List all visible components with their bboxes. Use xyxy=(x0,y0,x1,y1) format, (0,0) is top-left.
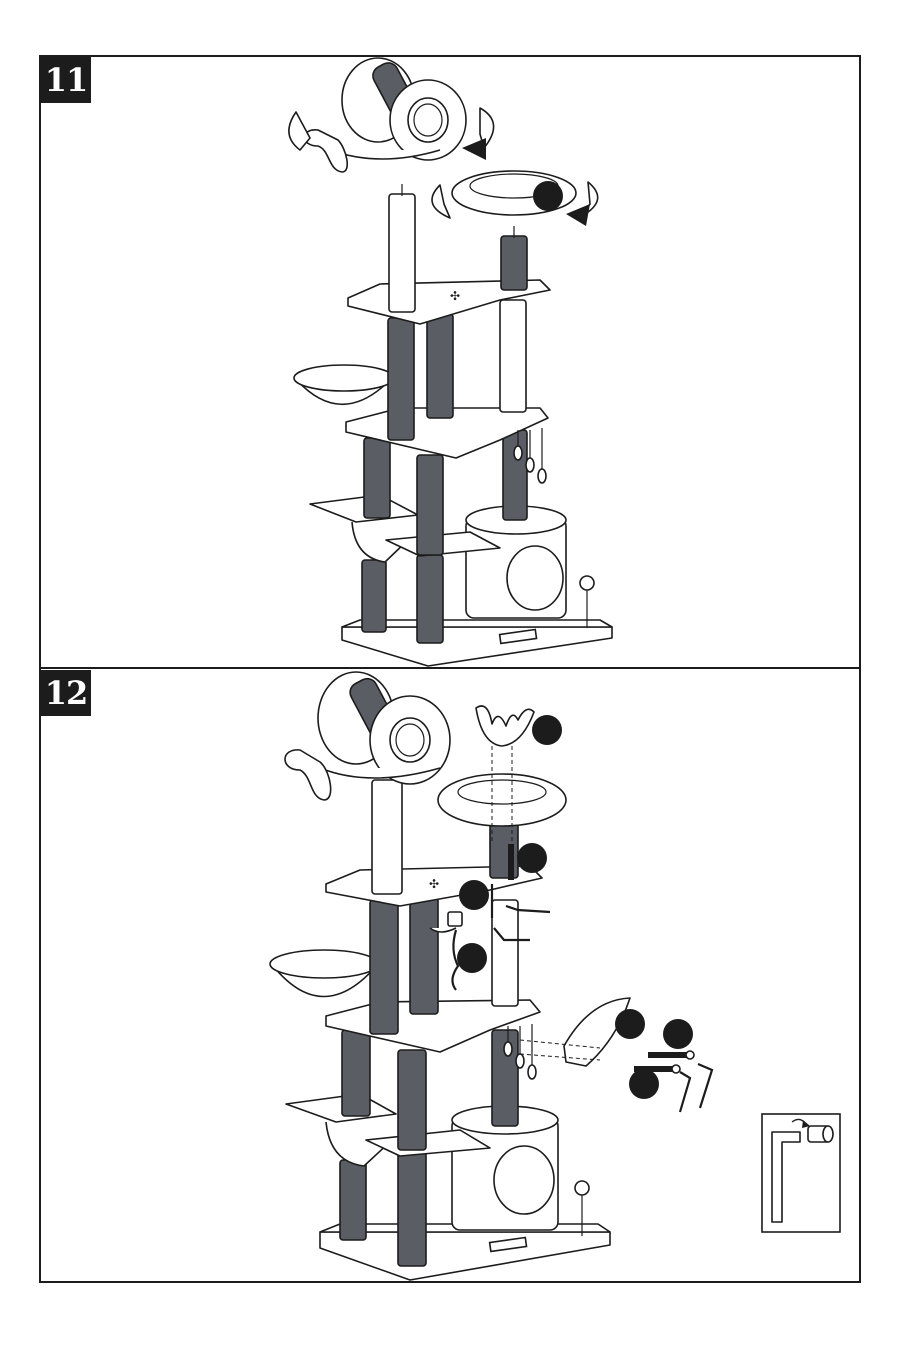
step-12-callout-5 xyxy=(517,843,547,873)
step-12-number: 12 xyxy=(41,670,91,716)
step-12-illustration: ✣ xyxy=(270,672,712,1280)
step-12-callout-6 xyxy=(532,715,562,745)
step-12-callout-3 xyxy=(457,943,487,973)
step-12-callout-9 xyxy=(629,1069,659,1099)
svg-text:✣: ✣ xyxy=(450,289,460,303)
step-11-callout-1 xyxy=(533,181,563,211)
step-11-illustration: ✣ xyxy=(289,58,612,666)
step-12-callout-7 xyxy=(615,1009,645,1039)
step-11-number: 11 xyxy=(41,57,91,103)
svg-text:✣: ✣ xyxy=(429,877,439,891)
hex-key-inset xyxy=(762,1114,840,1232)
step-12-callout-4 xyxy=(459,880,489,910)
step-12-callout-8 xyxy=(663,1019,693,1049)
step-12-panel xyxy=(40,668,860,1282)
